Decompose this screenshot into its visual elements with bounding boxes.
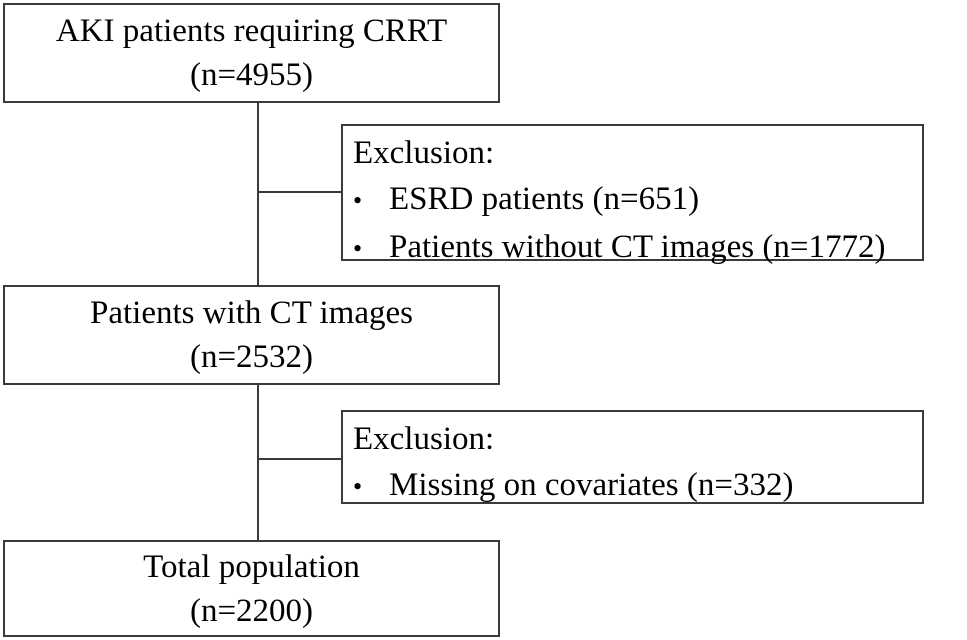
exclusion-1-item-2-text: Patients without CT images (n=1772) xyxy=(389,229,886,265)
ct-cohort-count: (n=2532) xyxy=(189,339,314,375)
ct-cohort-box: Patients with CT images (n=2532) xyxy=(3,285,500,385)
bullet-icon: • xyxy=(353,186,363,215)
total-population-box: Total population (n=2200) xyxy=(3,540,500,637)
exclusion-1-item-1-text: ESRD patients (n=651) xyxy=(389,181,700,217)
connector-line-2 xyxy=(257,385,259,540)
ct-cohort-title: Patients with CT images xyxy=(90,295,413,331)
total-population-title: Total population xyxy=(143,548,360,585)
exclusion-2-item-1: • Missing on covariates (n=332) xyxy=(353,462,922,510)
bullet-icon: • xyxy=(353,472,363,501)
initial-cohort-count: (n=4955) xyxy=(189,57,314,93)
exclusion-branch-line-1 xyxy=(257,191,341,193)
exclusion-2-title: Exclusion: xyxy=(353,421,495,457)
total-population-count: (n=2200) xyxy=(189,592,314,629)
exclusion-branch-line-2 xyxy=(257,458,341,460)
exclusion-2-item-1-text: Missing on covariates (n=332) xyxy=(389,467,794,503)
exclusion-box-1: Exclusion: • ESRD patients (n=651) • Pat… xyxy=(341,124,924,265)
initial-cohort-box: AKI patients requiring CRRT (n=4955) xyxy=(3,3,500,103)
exclusion-box-2: Exclusion: • Missing on covariates (n=33… xyxy=(341,410,924,504)
initial-cohort-title: AKI patients requiring CRRT xyxy=(55,13,448,49)
exclusion-1-item-2: • Patients without CT images (n=1772) xyxy=(353,224,922,272)
exclusion-1-item-1: • ESRD patients (n=651) xyxy=(353,176,922,224)
exclusion-1-title: Exclusion: xyxy=(353,135,495,171)
bullet-icon: • xyxy=(353,234,363,263)
connector-line-1 xyxy=(257,103,259,285)
